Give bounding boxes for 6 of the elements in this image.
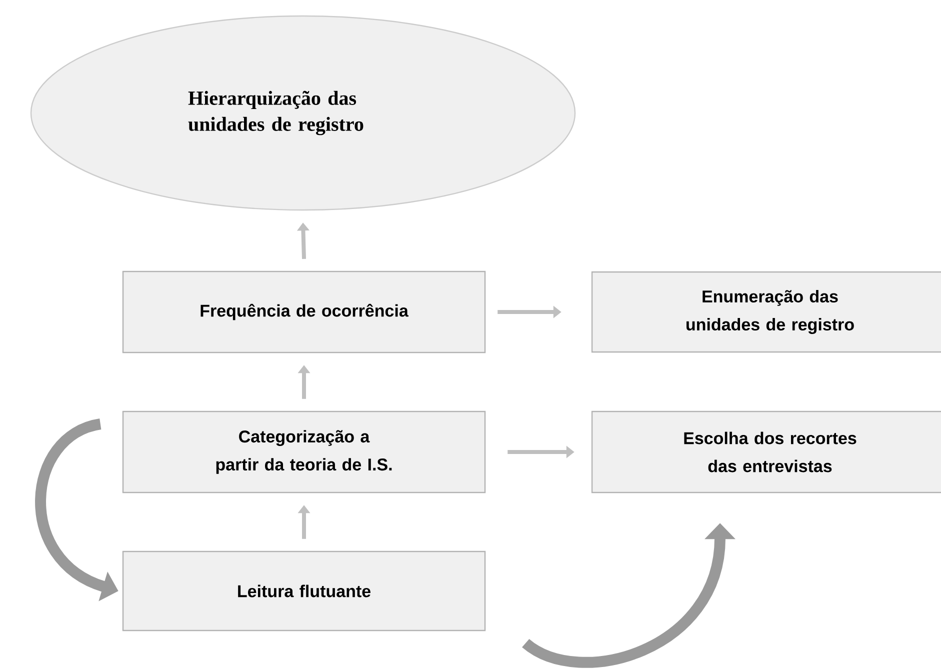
ellipse-node: Hierarquização das unidades de registro bbox=[30, 15, 576, 211]
process-box: Enumeração das unidades de registro bbox=[591, 271, 941, 353]
process-box: Escolha dos recortes das entrevistas bbox=[591, 410, 941, 494]
process-box: Leitura flutuante bbox=[122, 550, 486, 632]
process-box: Categorização a partir da teoria de I.S. bbox=[122, 410, 486, 494]
process-box: Frequência de ocorrência bbox=[122, 270, 486, 354]
